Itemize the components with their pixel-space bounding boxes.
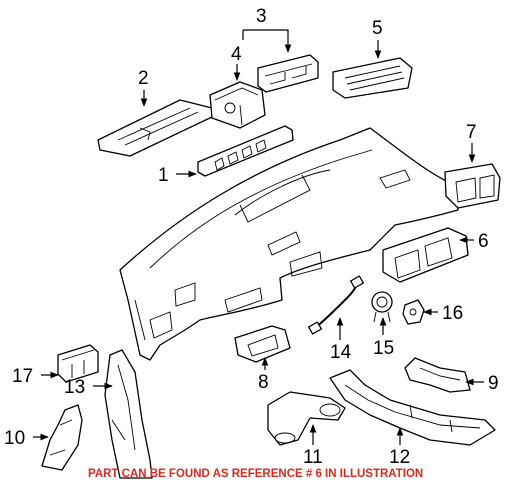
- footer-note: PART CAN BE FOUND AS REFERENCE # 6 IN IL…: [88, 468, 423, 480]
- part-14-sensor-wire: [308, 275, 364, 335]
- part-10-duct: [41, 404, 83, 471]
- part-16-sensor-cap: [402, 299, 425, 325]
- part-11-duct: [267, 391, 346, 446]
- callout-labels: 1 2 3 4 5 6 7 8 9 10 11 12 13 14 15 16 1…: [4, 6, 499, 468]
- callout-5: 5: [372, 18, 383, 39]
- callout-16: 16: [442, 303, 463, 324]
- callout-11: 11: [303, 447, 323, 468]
- callout-6: 6: [478, 231, 489, 252]
- part-2-defroster-grille: [97, 99, 215, 157]
- callout-12: 12: [389, 447, 410, 468]
- callout-1: 1: [158, 165, 169, 186]
- callout-15: 15: [373, 338, 394, 359]
- part-4-actuator: [209, 81, 266, 129]
- callout-7: 7: [466, 122, 477, 143]
- part-7-side-vent: [444, 163, 501, 209]
- dashboard-panel: [119, 127, 459, 361]
- callout-2: 2: [138, 68, 149, 89]
- callout-8: 8: [258, 372, 269, 393]
- callout-17: 17: [12, 366, 33, 387]
- part-6-center-vent: [382, 227, 469, 283]
- leader-3b: [243, 29, 292, 53]
- part-5-speaker-grille: [332, 57, 413, 99]
- callout-4: 4: [231, 44, 242, 65]
- part-9-duct: [404, 357, 471, 393]
- part-15-sensor: [371, 291, 393, 323]
- part-13-duct: [104, 349, 153, 479]
- callout-13: 13: [64, 377, 85, 398]
- part-3-vent-panel: [257, 54, 319, 93]
- callout-10: 10: [4, 428, 25, 449]
- part-8-vent: [234, 325, 291, 363]
- callout-9: 9: [488, 373, 499, 394]
- callout-3: 3: [256, 6, 267, 27]
- part-12-floor-duct: [329, 369, 496, 446]
- leader-lines: [33, 29, 484, 445]
- part-1-center-vent-trim: [197, 125, 294, 177]
- callout-14: 14: [330, 342, 352, 363]
